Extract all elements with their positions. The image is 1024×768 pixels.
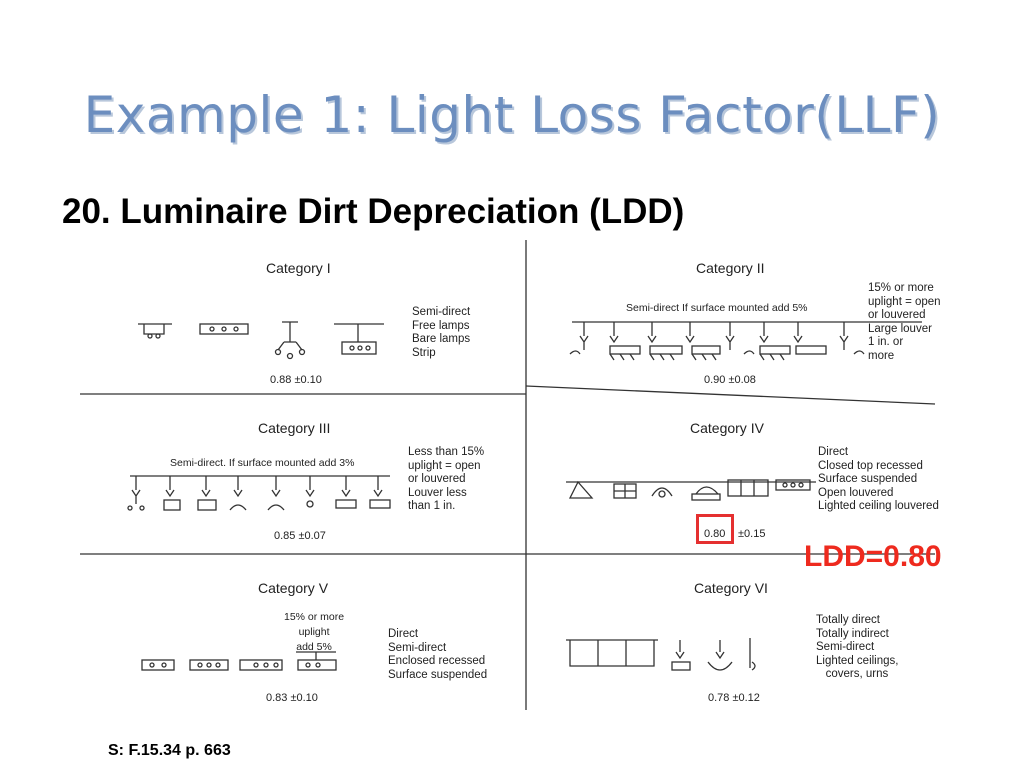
cat2-luminaire-icons [569, 321, 922, 361]
cat1-description: Semi-direct Free lamps Bare lamps Strip [412, 306, 471, 359]
cat6-title: Category VI [694, 580, 768, 596]
ldd-result-label: LDD=0.80 [804, 540, 942, 573]
cat2-title: Category II [696, 260, 765, 276]
cat4-value: 0.80 [704, 528, 726, 540]
cat3-value: 0.85 ±0.07 [274, 530, 326, 542]
cat5-description: Direct Semi-direct Enclosed recessed Sur… [388, 628, 488, 681]
cat6-description: Totally direct Totally indirect Semi-dir… [816, 614, 899, 680]
cat4-tolerance: ±0.15 [738, 528, 766, 540]
cat4-title: Category IV [690, 420, 764, 436]
cat5-luminaire-icons [141, 651, 337, 671]
cat5-note: 15% or more uplight add 5% [284, 611, 345, 653]
cat2-value: 0.90 ±0.08 [704, 374, 756, 386]
cat5-title: Category V [258, 580, 329, 596]
slide-title: Example 1: Light Loss Factor(LLF) [83, 86, 941, 144]
figure-drawings [80, 240, 936, 710]
cat6-value: 0.78 ±0.12 [708, 692, 760, 704]
ldd-category-figure: Category I Semi-direct Free lamps Bare l… [80, 238, 941, 710]
source-citation: S: F.15.34 p. 663 [108, 742, 231, 759]
cat6-luminaire-icons [566, 638, 756, 671]
cat3-title: Category III [258, 420, 331, 436]
cat4-description: Direct Closed top recessed Surface suspe… [818, 446, 939, 512]
divider-row1-right [525, 385, 936, 405]
cat2-note: Semi-direct If surface mounted add 5% [626, 302, 808, 314]
cat3-luminaire-icons [127, 475, 391, 511]
cat1-value: 0.88 ±0.10 [270, 374, 322, 386]
cat3-note: Semi-direct. If surface mounted add 3% [170, 457, 355, 469]
cat5-value: 0.83 ±0.10 [266, 692, 318, 704]
cat1-title: Category I [266, 260, 331, 276]
ldd-value-highlight-box [696, 514, 734, 544]
cat1-luminaire-icons [138, 321, 384, 360]
cat2-description: 15% or more uplight = open or louvered L… [868, 282, 941, 362]
cat3-description: Less than 15% uplight = open or louvered… [408, 446, 485, 512]
slide-subtitle: 20. Luminaire Dirt Depreciation (LDD) [62, 192, 685, 231]
cat4-luminaire-icons [566, 479, 816, 501]
